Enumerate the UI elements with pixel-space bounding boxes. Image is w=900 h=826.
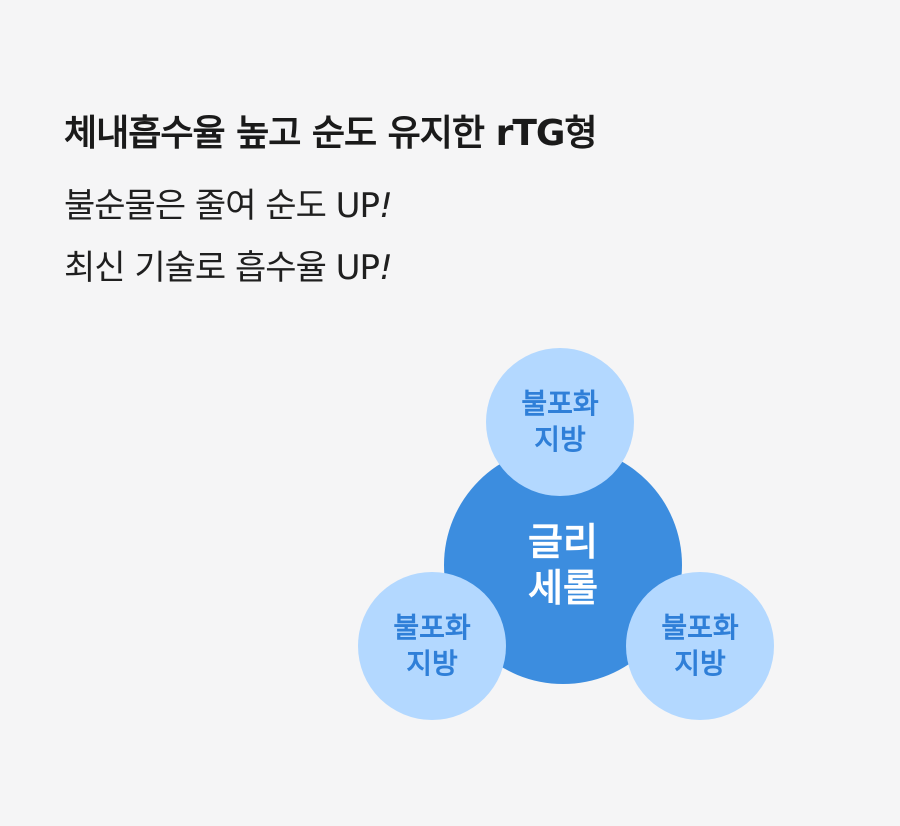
page-title: 체내흡수율 높고 순도 유지한 rTG형	[64, 113, 598, 154]
fatty-acid-label-line1: 불포화	[661, 611, 739, 644]
absorption-tagline: 최신 기술로 흡수율 UP!	[64, 240, 393, 289]
fatty-acid-label-line2: 지방	[406, 647, 458, 680]
purity-tagline-exclamation: !	[379, 186, 393, 226]
fatty-acid-circle-right: 불포화 지방	[626, 572, 774, 720]
fatty-acid-circle-left: 불포화 지방	[358, 572, 506, 720]
absorption-tagline-text: 최신 기술로 흡수율 UP	[64, 248, 380, 288]
purity-tagline: 불순물은 줄여 순도 UP!	[64, 178, 393, 227]
fatty-acid-label-line2: 지방	[674, 647, 726, 680]
glycerol-label-line2: 세롤	[528, 566, 598, 610]
fatty-acid-circle-top: 불포화 지방	[486, 348, 634, 496]
purity-tagline-text: 불순물은 줄여 순도 UP	[64, 186, 380, 226]
fatty-acid-label-line1: 불포화	[521, 387, 599, 420]
glycerol-label-line1: 글리	[528, 520, 598, 564]
fatty-acid-label-line1: 불포화	[393, 611, 471, 644]
absorption-tagline-exclamation: !	[379, 248, 393, 288]
fatty-acid-label-line2: 지방	[534, 423, 586, 456]
